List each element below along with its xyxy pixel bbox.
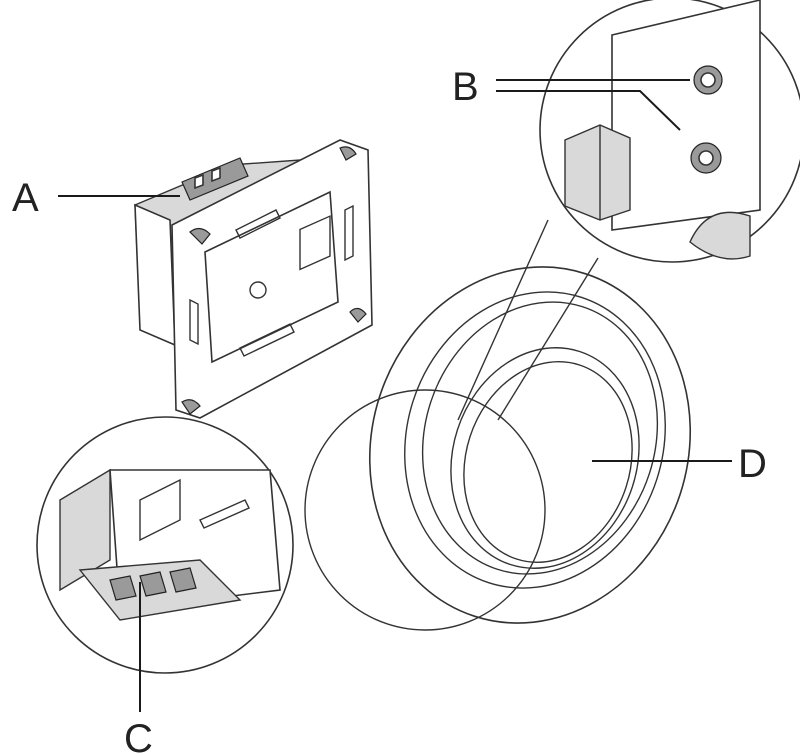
leader-line-b-lower <box>496 90 681 131</box>
cover-ring <box>368 266 692 624</box>
detail-circle-ring <box>304 389 546 631</box>
label-a: A <box>12 176 39 220</box>
label-c: C <box>124 717 153 756</box>
mounting-module <box>134 139 373 419</box>
detail-circle-c <box>36 416 294 674</box>
label-d: D <box>738 442 767 486</box>
label-b: B <box>452 65 479 109</box>
detail-circle-b <box>457 0 800 421</box>
